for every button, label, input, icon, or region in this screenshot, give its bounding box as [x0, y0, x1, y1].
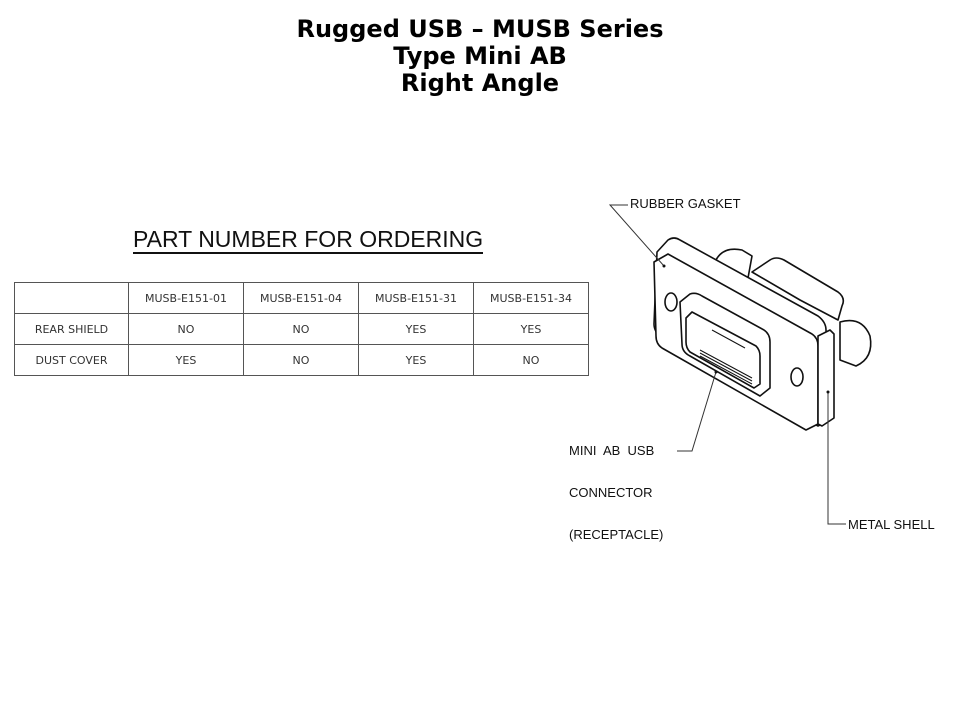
title-line-3: Right Angle [400, 69, 560, 97]
callout-metal-shell: METAL SHELL [848, 517, 935, 532]
column-header: MUSB-E151-04 [243, 282, 359, 314]
receptacle-opening [685, 311, 761, 389]
title-line-2: Type Mini AB [393, 42, 567, 70]
callout-connector: MINI AB USB CONNECTOR (RECEPTACLE) [569, 416, 663, 556]
callout-rubber-gasket: RUBBER GASKET [630, 196, 741, 211]
callout-connector-line-3: (RECEPTACLE) [569, 527, 664, 542]
leader-rubber-gasket [608, 204, 665, 267]
slide-title: Rugged USB – MUSB Series Type Mini AB Ri… [0, 16, 960, 97]
ordering-heading: PART NUMBER FOR ORDERING [133, 226, 484, 254]
table-cell: YES [358, 344, 474, 376]
contact-pins [699, 329, 753, 385]
title-line-1: Rugged USB – MUSB Series [296, 15, 664, 43]
row-label: REAR SHIELD [14, 313, 129, 345]
mounting-hole-left [664, 292, 678, 312]
table-cell: NO [243, 344, 359, 376]
callout-connector-line-2: CONNECTOR [569, 485, 653, 500]
leader-connector [677, 371, 717, 452]
rear-housing [751, 257, 845, 321]
table-header-row: MUSB-E151-01 MUSB-E151-04 MUSB-E151-31 M… [14, 282, 589, 314]
column-header: MUSB-E151-34 [473, 282, 589, 314]
table-row: REAR SHIELD NO NO YES YES [14, 313, 589, 345]
rear-cylinder [839, 319, 872, 367]
part-number-table: MUSB-E151-01 MUSB-E151-04 MUSB-E151-31 M… [14, 282, 589, 376]
leader-metal-shell [827, 392, 846, 525]
mounting-hole-right [790, 367, 804, 387]
row-label: DUST COVER [14, 344, 129, 376]
table-row: DUST COVER YES NO YES NO [14, 344, 589, 376]
table-cell: NO [473, 344, 589, 376]
metal-shell [817, 329, 835, 427]
table-cell: YES [128, 344, 244, 376]
callout-connector-line-1: MINI AB USB [569, 443, 655, 458]
rear-boss-top [714, 248, 753, 279]
column-header: MUSB-E151-31 [358, 282, 474, 314]
